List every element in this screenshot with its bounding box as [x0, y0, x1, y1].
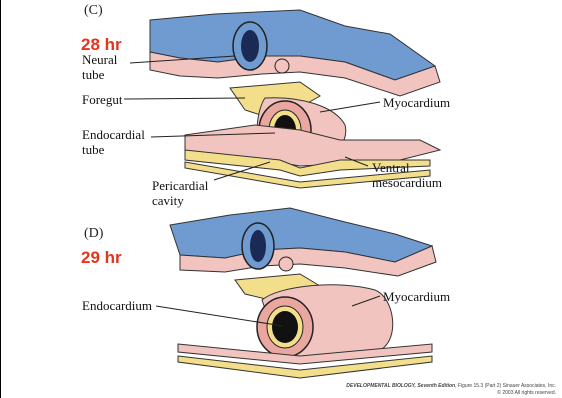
label-pericardial-cavity: Pericardial cavity [152, 178, 208, 208]
label-endocardium: Endocardium [82, 298, 152, 313]
copyright-line: © 2003 All rights reserved. [497, 390, 556, 396]
panel-c-letter: (C) [84, 3, 103, 19]
notochord-c [275, 59, 289, 73]
label-myocardium-d: Myocardium [383, 289, 450, 304]
panel-d-time: 29 hr [81, 248, 122, 268]
credit-rest: , Figure 15.3 (Part 2) Sinauer Associate… [455, 383, 556, 389]
credit-title: DEVELOPMENTAL BIOLOGY, Seventh Edition [346, 383, 455, 389]
figure-credit: DEVELOPMENTAL BIOLOGY, Seventh Edition, … [346, 383, 556, 389]
label-neural-tube: Neural tube [82, 52, 117, 82]
label-ventral-mesocardium: Ventral mesocardium [372, 160, 442, 190]
panel-d-letter: (D) [84, 226, 103, 242]
label-myocardium-c: Myocardium [383, 95, 450, 110]
label-foregut: Foregut [82, 92, 122, 107]
label-endocardial-tube: Endocardial tube [82, 127, 145, 157]
